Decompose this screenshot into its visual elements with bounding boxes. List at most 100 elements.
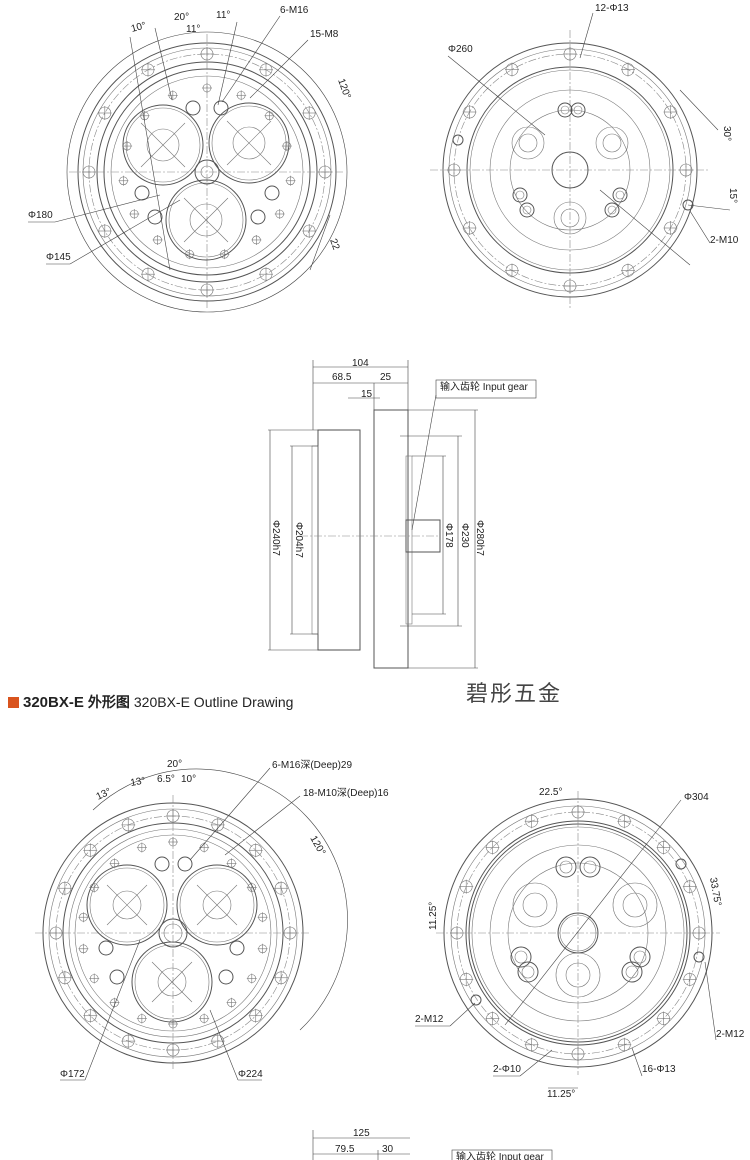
leader-line <box>449 1002 476 1027</box>
leader-line <box>504 799 682 1026</box>
leader-line <box>704 961 717 1041</box>
leader-line <box>224 795 301 856</box>
pin-hole <box>612 187 628 203</box>
pin-hole <box>583 860 597 874</box>
m12-hole <box>675 858 687 870</box>
outline <box>317 429 361 651</box>
m16-hole <box>250 209 266 225</box>
pin-hole <box>607 205 617 215</box>
pin-hole <box>517 961 539 983</box>
gear-bore <box>560 208 580 228</box>
dimension-label: 79.5 <box>335 1144 355 1155</box>
dimension-label: 68.5 <box>332 372 352 383</box>
pin-hole <box>633 950 647 964</box>
heading-marker-icon <box>8 696 19 708</box>
view3-labels: 20° 13° 13° 6.5° 10° 120° 6-M16深(Deep)29… <box>60 759 389 1080</box>
angle-label: 11° <box>186 24 200 35</box>
circle <box>158 918 188 948</box>
leader-line <box>309 214 331 271</box>
angle-label: 20° <box>174 12 189 23</box>
outline <box>373 409 409 669</box>
callout-label: 18-M10深(Deep)16 <box>303 787 389 799</box>
m16-hole <box>264 185 280 201</box>
callout-label: 6-M16深(Deep)29 <box>272 759 352 771</box>
diameter-label: Φ260 <box>448 44 473 55</box>
gear-outline <box>211 105 287 181</box>
gear-outline <box>176 864 258 946</box>
diameter-label: Φ178 <box>443 523 454 548</box>
pin-hole <box>512 187 528 203</box>
side1-labels: 104 68.5 25 15 输入齿轮 Input gear Φ240h7 Φ2… <box>270 358 528 558</box>
view1-labels: 10° 20° 11° 11° 120° 22 6-M16 15-M8 Φ180… <box>28 5 353 263</box>
diameter-label: Φ230 <box>459 523 470 548</box>
leader-line <box>631 1047 643 1077</box>
leader-line <box>411 394 437 531</box>
leader-line <box>579 12 594 59</box>
view3-front <box>35 767 348 1081</box>
gear-bore <box>112 890 142 920</box>
input-gear-box <box>435 379 537 399</box>
gear-bore <box>522 892 548 918</box>
callout-label: 6-M16 <box>280 5 309 16</box>
leader-line <box>221 15 281 103</box>
diameter-label: Φ304 <box>684 792 709 803</box>
leader-line <box>189 767 271 861</box>
diameter-label: Φ172 <box>60 1069 85 1080</box>
angle-label: 13° <box>130 775 147 788</box>
side-view-2 <box>312 1130 553 1160</box>
callout-label: 2-M12 <box>415 1014 444 1025</box>
crosshair <box>106 884 148 926</box>
dimension-label: 104 <box>352 358 369 369</box>
m16-hole <box>218 969 234 985</box>
gear-bore <box>232 126 266 160</box>
view4-labels: 22.5° Φ304 33.75° 11.25° 11.25° 2-M12 2-… <box>415 787 745 1100</box>
angle-label: 11° <box>216 10 230 21</box>
diameter-label: Φ145 <box>46 252 71 263</box>
gear-outline <box>89 867 165 943</box>
dimension-label: 25 <box>380 372 392 383</box>
pin-hole <box>604 202 620 218</box>
angle-label: 13° <box>95 786 113 802</box>
section-heading: 320BX-E 外形图 320BX-E Outline Drawing <box>8 692 293 712</box>
angle-label: 15° <box>727 188 738 203</box>
dimension-label: 22 <box>327 237 341 252</box>
gear-outline <box>134 944 210 1020</box>
view1-front <box>28 15 348 313</box>
gear-outline <box>612 882 658 928</box>
pin-hole <box>557 102 573 118</box>
diameter-label: Φ240h7 <box>270 520 281 556</box>
angle-label: 6.5° <box>157 774 175 785</box>
gear-outline <box>208 102 290 184</box>
angle-label: 30° <box>721 126 732 141</box>
leader-line <box>129 36 171 271</box>
diameter-label: Φ280h7 <box>474 520 485 556</box>
dimension-label: 15 <box>361 389 373 400</box>
m16-hole <box>213 100 229 116</box>
input-gear-box <box>451 1149 553 1160</box>
gear-outline <box>512 882 558 928</box>
angle-label: 10° <box>181 774 196 785</box>
angle-label: 22.5° <box>539 787 562 798</box>
outline <box>311 445 319 635</box>
dimension-label: 125 <box>353 1128 370 1139</box>
crosshair <box>140 122 186 168</box>
m16-hole <box>229 940 245 956</box>
m12-hole <box>470 994 482 1006</box>
gear-bore <box>146 128 180 162</box>
input-gear-label: 输入齿轮 Input gear <box>440 380 528 393</box>
view2-rear <box>430 12 731 310</box>
m16-hole <box>177 856 193 872</box>
view2-labels: 12-Φ13 Φ260 30° 15° 2-M10 <box>448 3 739 246</box>
pin-hole <box>621 961 643 983</box>
leader-line <box>54 194 161 223</box>
gear-outline <box>125 107 201 183</box>
gear-bore <box>622 892 648 918</box>
m10-hole <box>682 199 694 211</box>
heading-en: 320BX-E Outline Drawing <box>133 694 294 710</box>
leader-line <box>209 1009 239 1081</box>
callout-label: 12-Φ13 <box>595 3 629 14</box>
angle-label: 10° <box>130 20 147 35</box>
side2-labels: 125 79.5 30 输入齿轮 Input gear <box>335 1128 544 1160</box>
angle-label: 33.75° <box>707 877 723 908</box>
circle <box>163 923 183 943</box>
